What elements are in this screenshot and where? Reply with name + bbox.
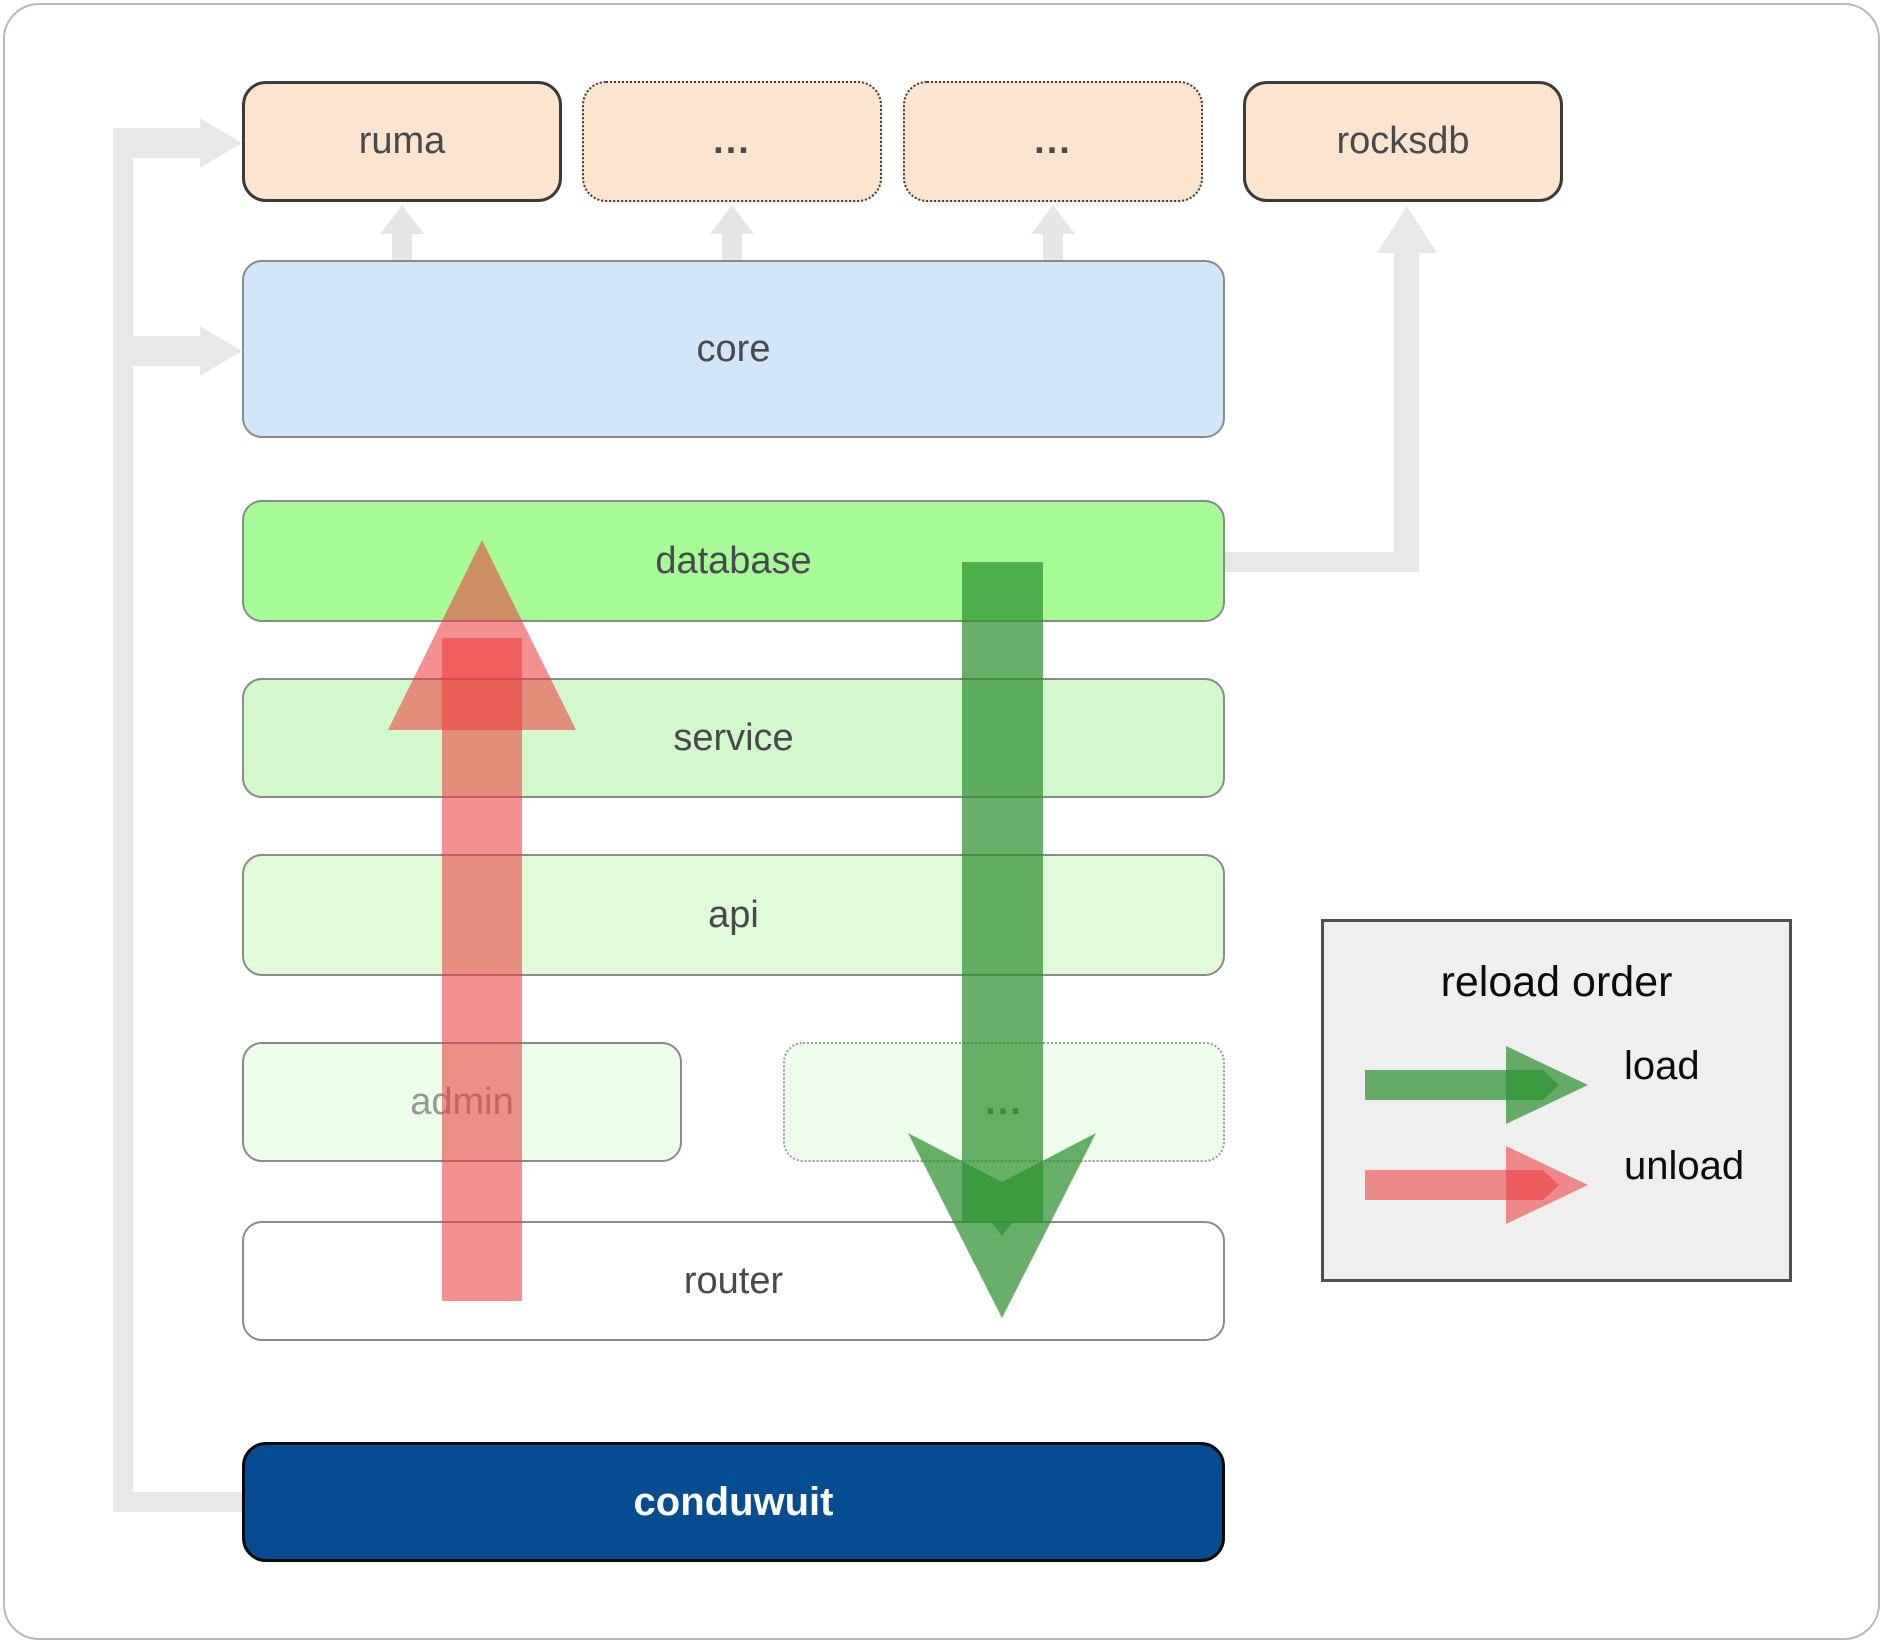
legend-title: reload order bbox=[1440, 958, 1673, 1006]
box-rocksdb: rocksdb bbox=[1243, 81, 1563, 202]
box-admin-label: admin bbox=[410, 1080, 514, 1123]
box-router: router bbox=[242, 1221, 1225, 1341]
box-external-2: ... bbox=[903, 81, 1203, 202]
box-conduwuit-label: conduwuit bbox=[633, 1479, 834, 1524]
legend-load-arrow-icon bbox=[1365, 1046, 1588, 1124]
box-ruma: ruma bbox=[242, 81, 562, 202]
box-service: service bbox=[242, 678, 1225, 798]
box-admin: admin bbox=[242, 1042, 682, 1162]
box-core-label: core bbox=[696, 327, 771, 370]
legend-unload-arrow-icon bbox=[1365, 1146, 1588, 1224]
legend: reload order load unload bbox=[1321, 919, 1792, 1282]
outer-frame bbox=[3, 3, 1880, 1640]
box-api-label: api bbox=[708, 893, 759, 936]
box-core: core bbox=[242, 260, 1225, 438]
box-service-label: service bbox=[673, 716, 794, 759]
legend-unload-label: unload bbox=[1624, 1144, 1745, 1188]
box-database: database bbox=[242, 500, 1225, 622]
box-external-2-label: ... bbox=[1034, 120, 1072, 162]
box-conduwuit: conduwuit bbox=[242, 1442, 1225, 1562]
legend-load-label: load bbox=[1624, 1044, 1700, 1088]
box-external-1-label: ... bbox=[713, 120, 751, 162]
box-router-label: router bbox=[683, 1259, 784, 1302]
box-rocksdb-label: rocksdb bbox=[1336, 120, 1470, 162]
box-admin-external: ... bbox=[783, 1042, 1225, 1162]
box-external-1: ... bbox=[582, 81, 882, 202]
box-api: api bbox=[242, 854, 1225, 976]
box-admin-external-label: ... bbox=[985, 1080, 1023, 1123]
box-ruma-label: ruma bbox=[358, 120, 446, 162]
box-database-label: database bbox=[655, 539, 812, 582]
